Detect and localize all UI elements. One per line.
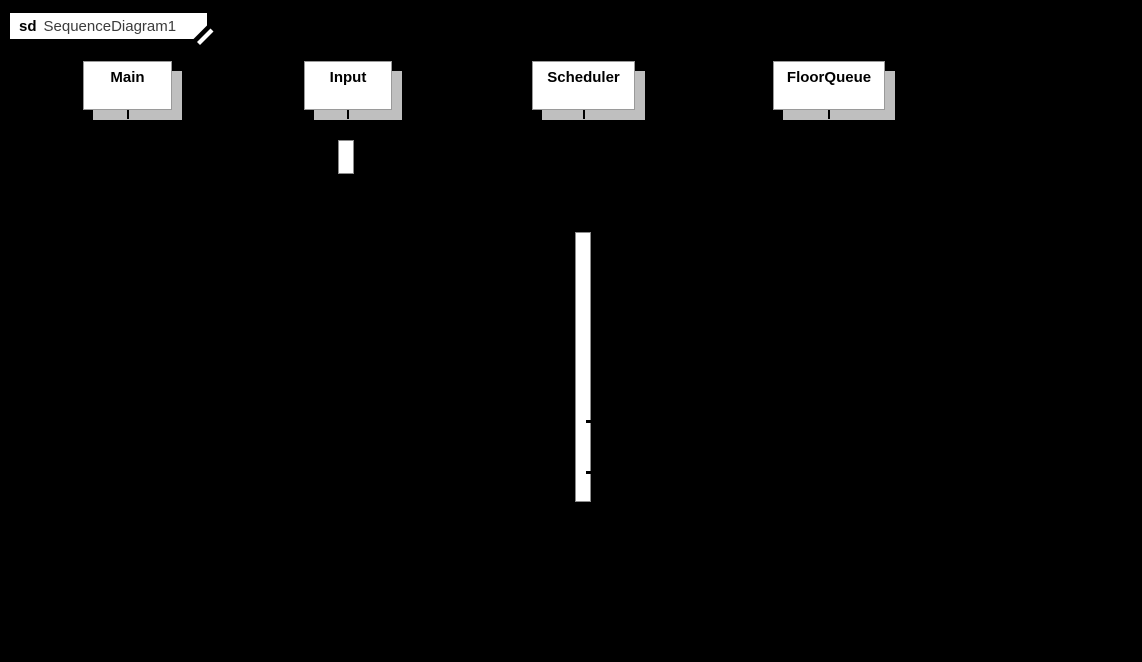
frame-title: SequenceDiagram1 xyxy=(43,18,177,35)
lifeline-head-input[interactable]: Input xyxy=(304,61,402,120)
frame-keyword: sd xyxy=(19,18,37,35)
lifeline-name: Scheduler xyxy=(547,69,620,86)
lifeline-head-floorqueue[interactable]: FloorQueue xyxy=(773,61,895,120)
activation-bar-scheduler[interactable] xyxy=(575,232,592,502)
message-anchor-tick xyxy=(586,420,592,423)
lifeline-box: Input xyxy=(304,61,392,110)
frame-pentagon-shape xyxy=(10,13,214,45)
lifeline-box: Scheduler xyxy=(532,61,635,110)
lifeline-name: FloorQueue xyxy=(786,69,872,86)
lifeline-head-scheduler[interactable]: Scheduler xyxy=(532,61,645,120)
lifeline-name: Main xyxy=(110,69,145,86)
lifeline-head-main[interactable]: Main xyxy=(83,61,182,120)
message-anchor-tick xyxy=(586,471,592,474)
activation-bar-input[interactable] xyxy=(338,140,354,174)
lifeline-name: Input xyxy=(329,69,367,86)
lifeline-box: FloorQueue xyxy=(773,61,885,110)
lifeline-box: Main xyxy=(83,61,172,110)
lifeline-stub xyxy=(126,110,129,119)
lifeline-stub xyxy=(347,110,349,119)
lifeline-stub xyxy=(582,110,585,119)
diagram-frame-label[interactable]: sd SequenceDiagram1 xyxy=(10,13,220,47)
lifeline-stub xyxy=(828,110,830,119)
